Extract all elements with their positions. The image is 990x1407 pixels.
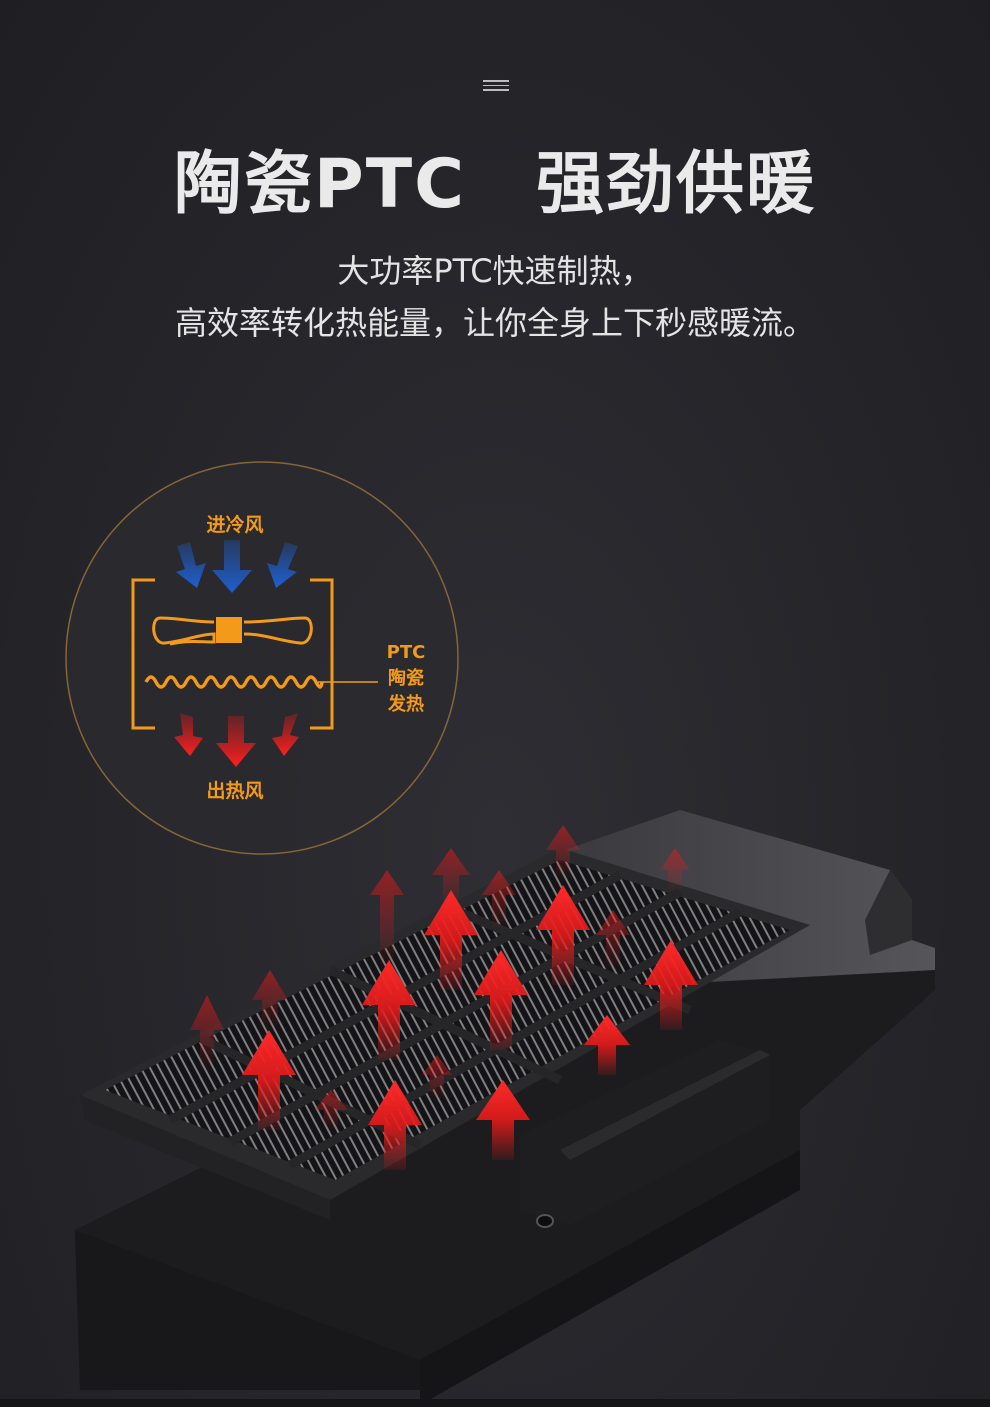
hot-air-out-label: 出热风 [206,780,264,802]
ptc-label-line-3: 发热 [388,694,424,715]
heat-arrows [190,825,698,1170]
page-title: 陶瓷PTC 强劲供暖 [173,145,817,224]
cold-air-in-label: 进冷风 [206,514,264,536]
blue-arrow-icon [212,540,252,593]
red-arrow-icon [174,713,203,756]
heater-graphic [65,461,935,1405]
subtitle-line-1: 大功率PTC快速制热， [337,252,653,290]
bottom-divider [0,1399,990,1407]
ptc-label: PTC 陶瓷 发热 [376,640,436,718]
red-arrow-icon [272,713,299,756]
ptc-diagram [65,461,459,855]
ptc-label-line-1: PTC [386,642,426,663]
subtitle-line-2: 高效率转化热能量，让你全身上下秒感暖流。 [174,304,815,342]
heater-illustration: 进冷风 出热风 PTC 陶瓷 发热 [0,430,990,1407]
menu-icon[interactable] [483,80,509,92]
red-arrow-icon [216,716,256,767]
ptc-label-line-2: 陶瓷 [388,668,424,689]
blue-arrow-icon [267,542,298,588]
blue-arrow-icon [176,542,206,588]
